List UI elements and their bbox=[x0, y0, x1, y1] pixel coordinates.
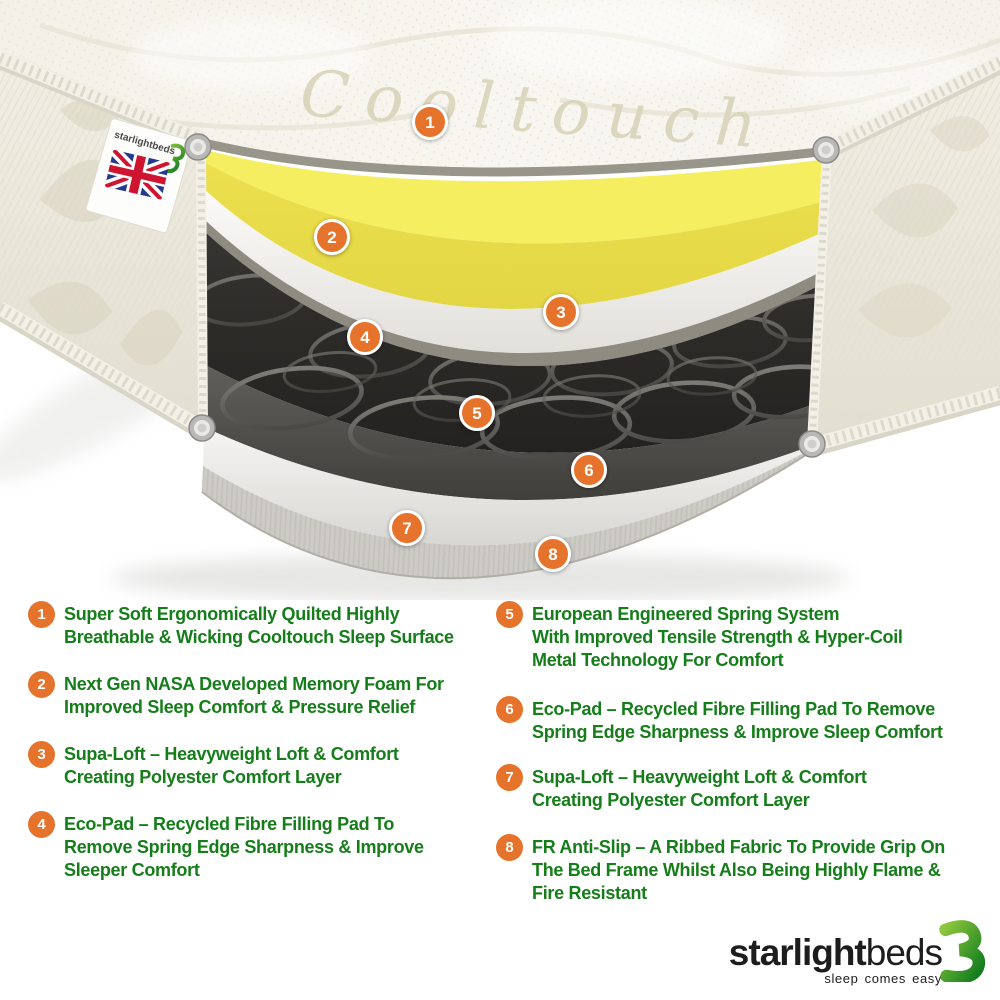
feature-number-badge: 2 bbox=[28, 671, 55, 698]
layer-marker-5: 5 bbox=[459, 395, 495, 431]
mattress-cutaway-svg: Cooltouch bbox=[0, 0, 1000, 602]
supa-loft-layer bbox=[205, 190, 830, 354]
starlightbeds-logo-icon bbox=[939, 920, 986, 982]
edge-piping bbox=[0, 51, 208, 439]
starlightbeds-logo: starlightbeds sleep comes easy bbox=[729, 920, 986, 986]
feature-text: FR Anti-Slip – A Ribbed Fabric To Provid… bbox=[532, 837, 945, 903]
air-vent-grommet bbox=[798, 430, 826, 458]
lower-supa-loft-layer bbox=[203, 427, 816, 546]
label-logo-icon bbox=[160, 143, 186, 174]
lower-eco-pad-layer bbox=[204, 365, 825, 501]
layer-marker-8: 8 bbox=[535, 536, 571, 572]
mattress-cutaway-illustration: Cooltouch bbox=[0, 0, 1000, 602]
logo-brand-text: starlightbeds bbox=[728, 932, 943, 973]
feature-text: European Engineered Spring System With I… bbox=[532, 604, 903, 670]
feature-text: Supa-Loft – Heavyweight Loft & Comfort C… bbox=[532, 767, 867, 810]
feature-number-badge: 6 bbox=[496, 696, 523, 723]
top-panel-cut-edge bbox=[198, 137, 829, 177]
feature-text: Eco-Pad – Recycled Fibre Filling Pad To … bbox=[64, 814, 424, 880]
air-vent-grommet bbox=[188, 414, 216, 442]
feature-text: Supa-Loft – Heavyweight Loft & Comfort C… bbox=[64, 744, 399, 787]
feature-item-3: 3 Supa-Loft – Heavyweight Loft & Comfort… bbox=[28, 741, 480, 789]
feature-item-2: 2 Next Gen NASA Developed Memory Foam Fo… bbox=[28, 671, 480, 719]
mattress-label-tag: starlightbeds bbox=[85, 118, 193, 234]
left-side-panel: starlightbeds bbox=[0, 51, 208, 439]
feature-item-8: 8 FR Anti-Slip – A Ribbed Fabric To Prov… bbox=[496, 834, 988, 905]
layer-marker-7: 7 bbox=[389, 510, 425, 546]
layer-marker-1: 1 bbox=[412, 104, 448, 140]
union-jack-flag-icon bbox=[104, 149, 170, 200]
feature-item-1: 1 Super Soft Ergonomically Quilted Highl… bbox=[28, 601, 480, 649]
memory-foam-top bbox=[202, 149, 828, 244]
feature-number-badge: 7 bbox=[496, 764, 523, 791]
feature-item-6: 6 Eco-Pad – Recycled Fibre Filling Pad T… bbox=[496, 696, 988, 744]
feature-number-badge: 3 bbox=[28, 741, 55, 768]
feature-text: Eco-Pad – Recycled Fibre Filling Pad To … bbox=[532, 699, 943, 742]
feature-number-badge: 8 bbox=[496, 834, 523, 861]
layer-marker-2: 2 bbox=[314, 219, 350, 255]
memory-foam-front bbox=[204, 162, 828, 310]
feature-number-badge: 5 bbox=[496, 601, 523, 628]
layer-marker-6: 6 bbox=[571, 452, 607, 488]
feature-number-badge: 1 bbox=[28, 601, 55, 628]
feature-item-4: 4 Eco-Pad – Recycled Fibre Filling Pad T… bbox=[28, 811, 480, 882]
quilted-top-surface: Cooltouch bbox=[0, 0, 1000, 177]
feature-number-badge: 4 bbox=[28, 811, 55, 838]
feature-text: Super Soft Ergonomically Quilted Highly … bbox=[64, 604, 454, 647]
feature-text: Next Gen NASA Developed Memory Foam For … bbox=[64, 674, 444, 717]
air-vent-grommets bbox=[184, 133, 840, 458]
edge-piping bbox=[807, 55, 1000, 457]
cutaway-layers bbox=[201, 149, 831, 580]
right-side-panel bbox=[807, 55, 1000, 457]
layer-marker-4: 4 bbox=[347, 319, 383, 355]
air-vent-grommet bbox=[812, 136, 840, 164]
air-vent-grommet bbox=[184, 133, 212, 161]
logo-tagline: sleep comes easy bbox=[824, 971, 942, 986]
feature-item-5: 5 European Engineered Spring System With… bbox=[496, 601, 988, 672]
feature-item-7: 7 Supa-Loft – Heavyweight Loft & Comfort… bbox=[496, 764, 988, 812]
layer-marker-3: 3 bbox=[543, 294, 579, 330]
